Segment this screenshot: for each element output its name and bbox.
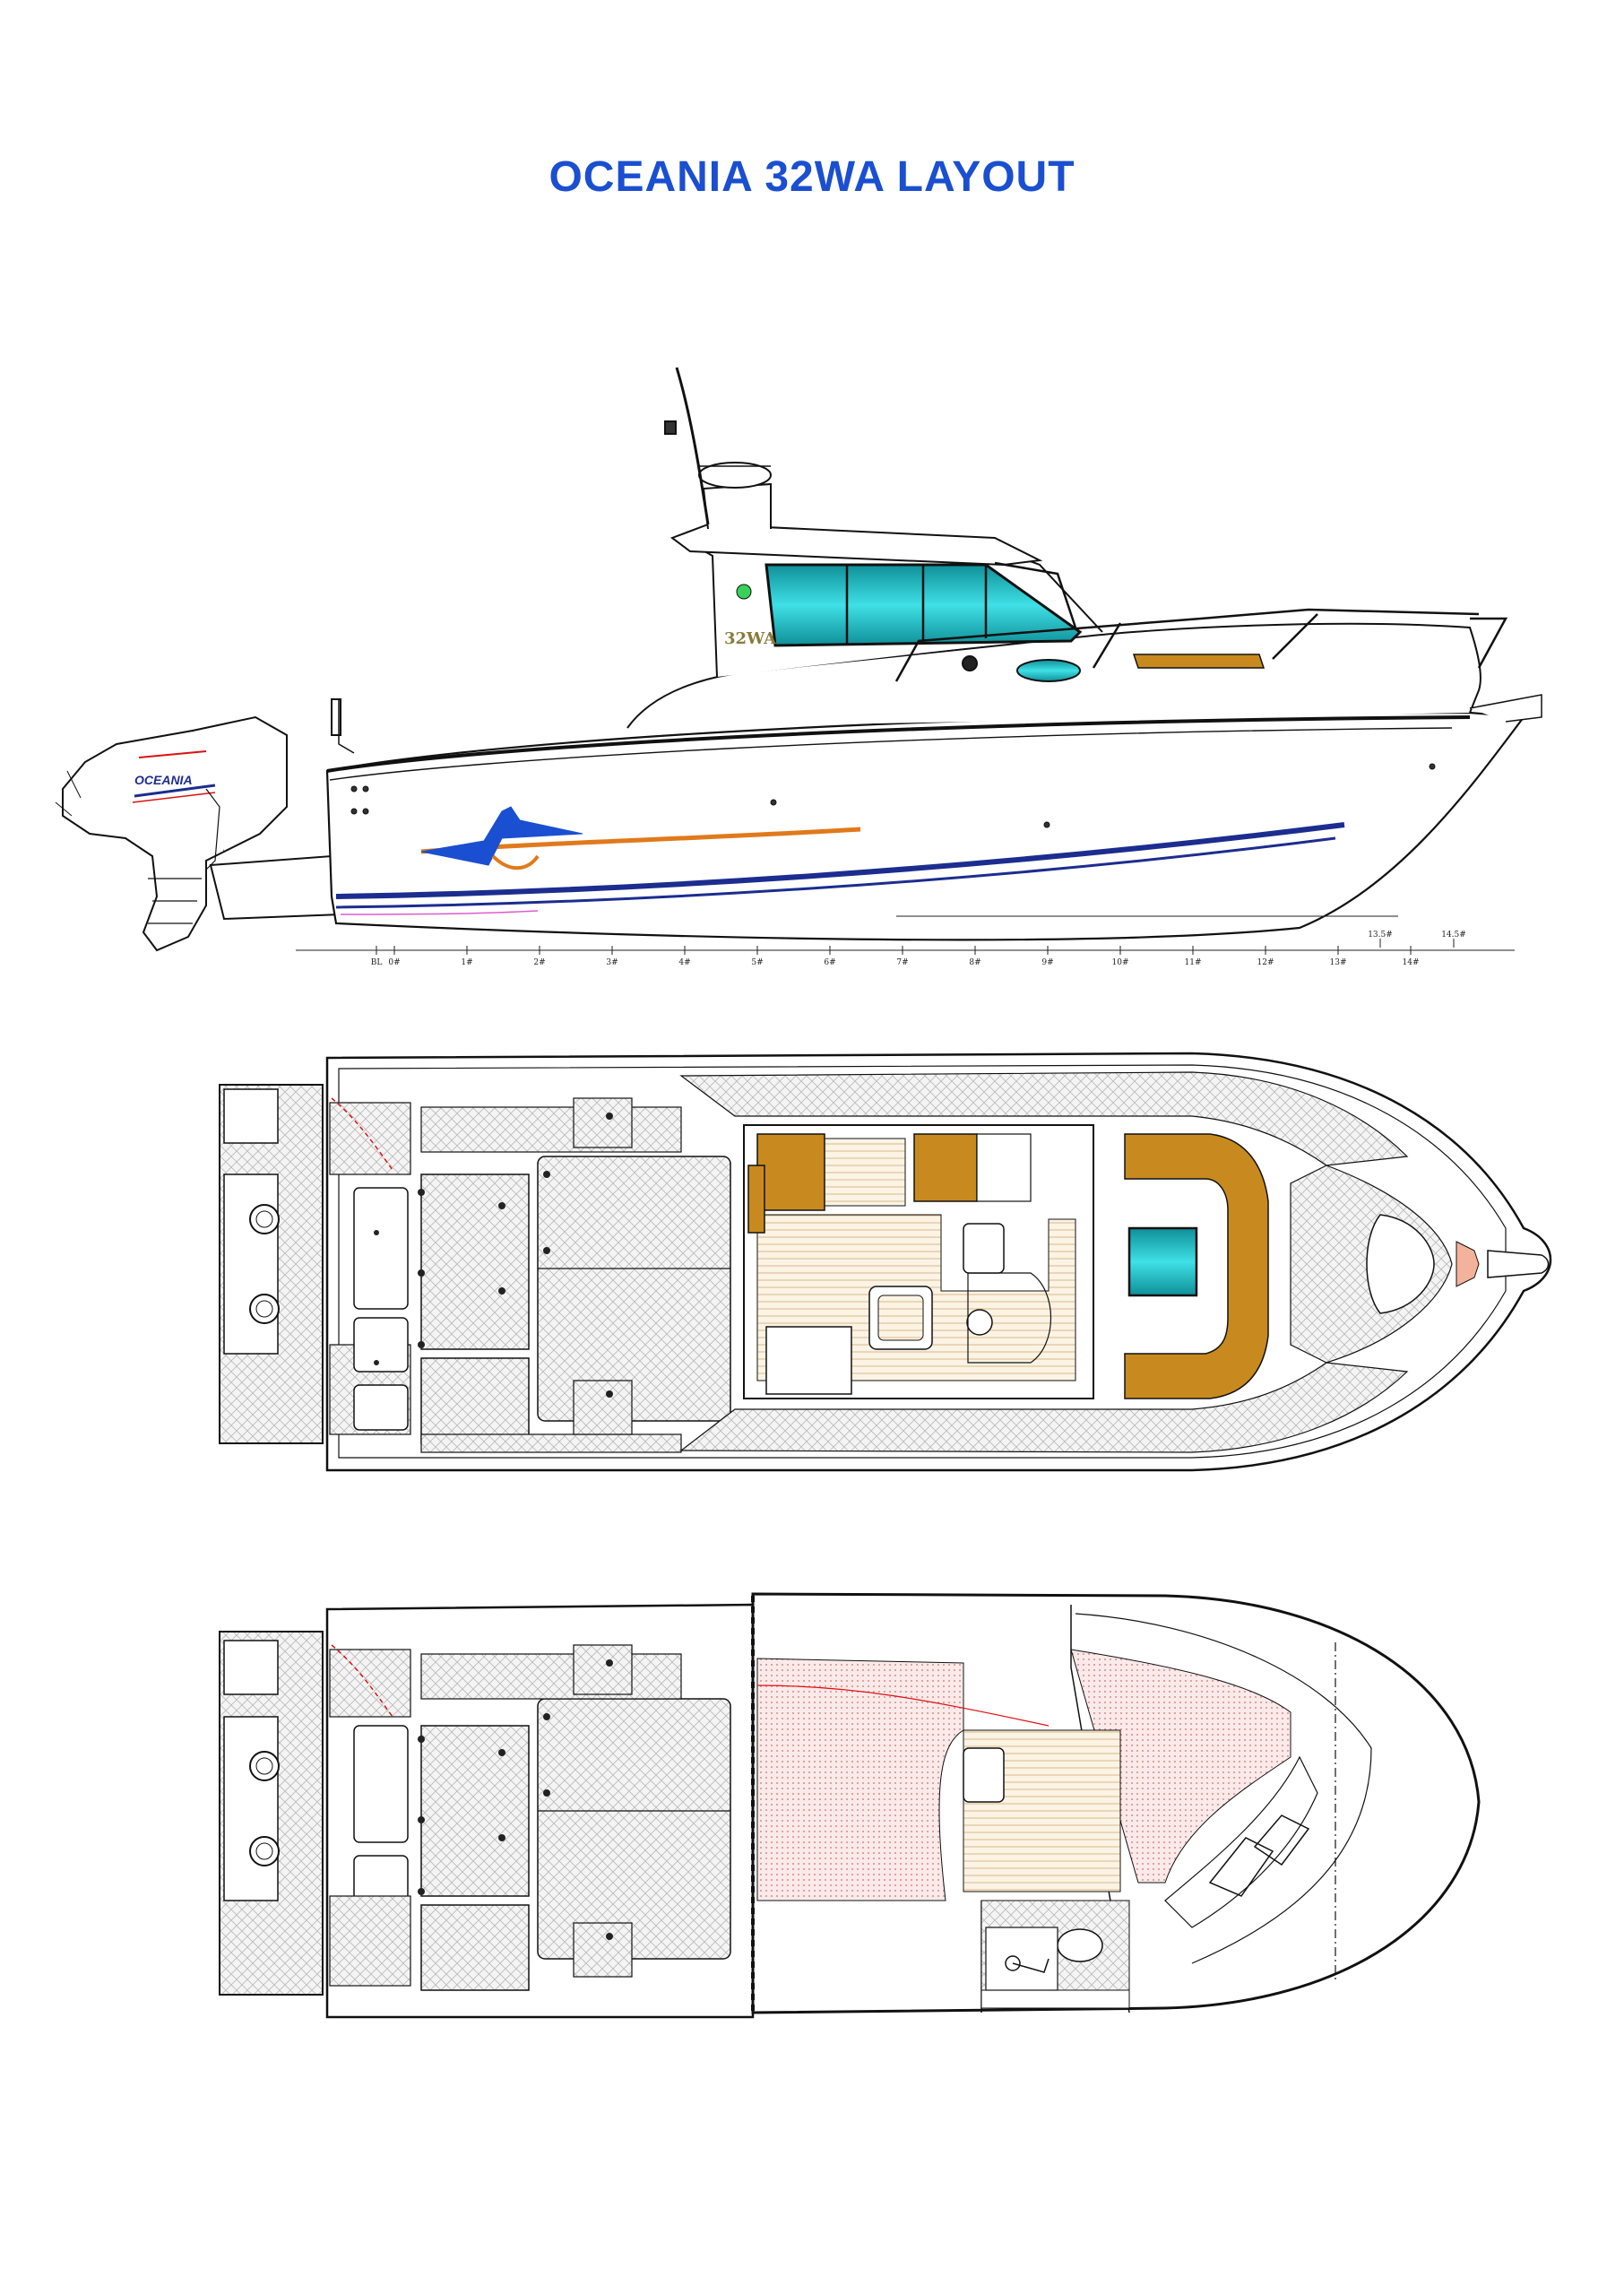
station-label: 12# [1257, 958, 1274, 967]
cabin-plan-view [219, 1592, 1481, 2019]
side-profile-view: OCEANIA [55, 367, 1542, 952]
aft-berth [756, 1658, 964, 1901]
deck-hatch-round [249, 1204, 280, 1234]
engine-brand-label: OCEANIA [134, 773, 193, 787]
station-label: 8# [969, 958, 980, 967]
deck-hatch-round [249, 1751, 280, 1781]
station-label: 2# [533, 958, 545, 967]
outboard-engine [55, 715, 288, 952]
station-scale [296, 915, 1515, 955]
forward-hatch-glass [1127, 1226, 1198, 1297]
aft-cushion [756, 1133, 825, 1211]
deck-plan-view [219, 1052, 1552, 1472]
station-label: 14# [1403, 958, 1420, 967]
station-label: 1# [461, 958, 472, 967]
page-title: OCEANIA 32WA LAYOUT [549, 153, 1075, 201]
station-label: 4# [678, 958, 690, 967]
station-label: 11# [1185, 958, 1202, 967]
forward-u-cushion [1124, 1133, 1269, 1399]
station-label: 13# [1330, 958, 1347, 967]
station-label: BL [371, 958, 383, 967]
station-label: 0# [388, 958, 400, 967]
hull-model-label: 32WA [724, 629, 777, 648]
station-label: 10# [1112, 958, 1129, 967]
station-label: 6# [824, 958, 835, 967]
v-berth [1070, 1649, 1291, 1884]
aft-cushion [913, 1133, 978, 1202]
helm-wheel-icon [966, 1309, 993, 1336]
station-labels: BL 0# 1# 2# 3# 4# 5# 6# 7# 8# 9# 10# 11# 12# 13# 14# 13.… [371, 931, 1466, 967]
station-label: 9# [1041, 958, 1053, 967]
station-label: 7# [896, 958, 908, 967]
deck-hatch-round [249, 1836, 280, 1866]
deck-hatch-round [249, 1294, 280, 1324]
station-label-upper: 14.5# [1441, 931, 1466, 940]
toilet-icon [1057, 1928, 1103, 1962]
foredeck-cushion [1132, 654, 1266, 669]
station-label-upper: 13.5# [1368, 931, 1393, 940]
station-label: 3# [606, 958, 618, 967]
station-label: 5# [751, 958, 763, 967]
hull-profile [325, 711, 1526, 941]
